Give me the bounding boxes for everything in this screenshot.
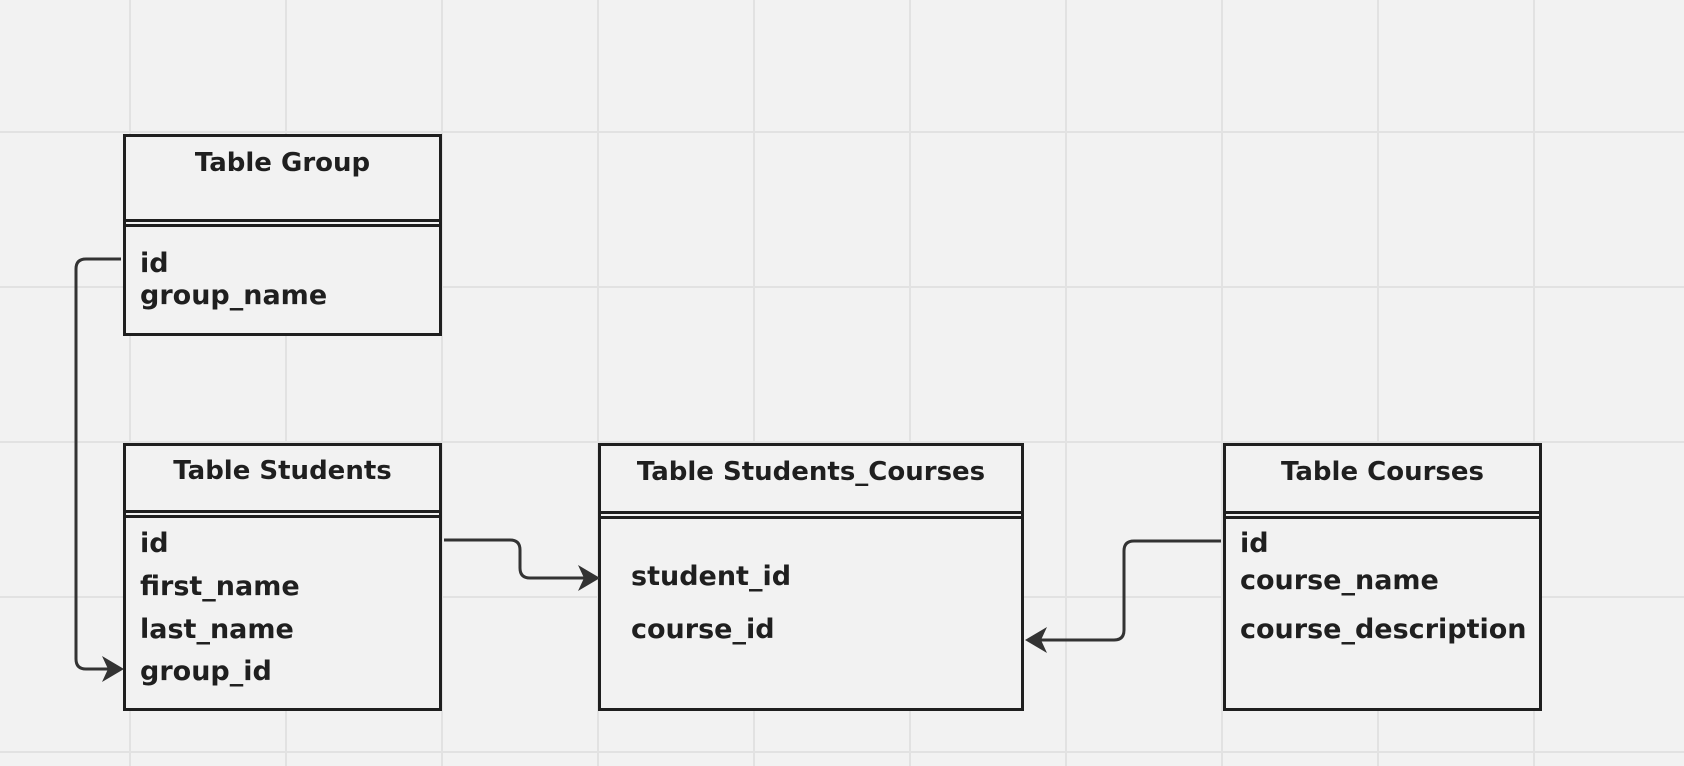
connector-courses-to-students-courses[interactable] [1037, 539, 1221, 642]
table-courses-field-course-name: course_name [1240, 565, 1439, 596]
table-group-field-group-name: group_name [140, 280, 328, 311]
table-students-title: Table Students [173, 456, 392, 486]
table-courses-header: Table Courses [1226, 446, 1539, 519]
connector-students-to-students-courses-arrowhead [578, 565, 600, 591]
table-courses-field-course-description: course_description [1240, 614, 1527, 645]
connector-group-to-students[interactable] [74, 257, 121, 671]
connector-courses-to-students-courses-arrowhead [1025, 627, 1047, 653]
table-students-header: Table Students [126, 446, 439, 518]
table-students-courses-field-student-id: student_id [631, 561, 792, 592]
table-group-field-id: id [140, 248, 169, 279]
connector-students-to-students-courses[interactable] [444, 538, 588, 580]
table-courses[interactable]: Table Courses id course_name course_desc… [1223, 443, 1542, 711]
table-students-field-last-name: last_name [140, 614, 294, 645]
table-students-field-group-id: group_id [140, 656, 272, 687]
table-students-courses-title: Table Students_Courses [636, 457, 986, 487]
table-students-courses-field-course-id: course_id [631, 614, 775, 645]
table-students[interactable]: Table Students id first_name last_name g… [123, 443, 442, 711]
table-courses-title: Table Courses [1281, 457, 1484, 487]
table-students-courses[interactable]: Table Students_Courses student_id course… [598, 443, 1024, 711]
table-students-courses-header: Table Students_Courses [601, 446, 1021, 519]
table-students-field-id: id [140, 528, 169, 559]
table-courses-field-id: id [1240, 528, 1269, 559]
table-group[interactable]: Table Group id group_name [123, 134, 442, 336]
table-students-field-first-name: first_name [140, 571, 300, 602]
table-group-title: Table Group [194, 148, 371, 178]
table-group-header: Table Group [126, 137, 439, 227]
connector-group-to-students-arrowhead [102, 656, 124, 682]
